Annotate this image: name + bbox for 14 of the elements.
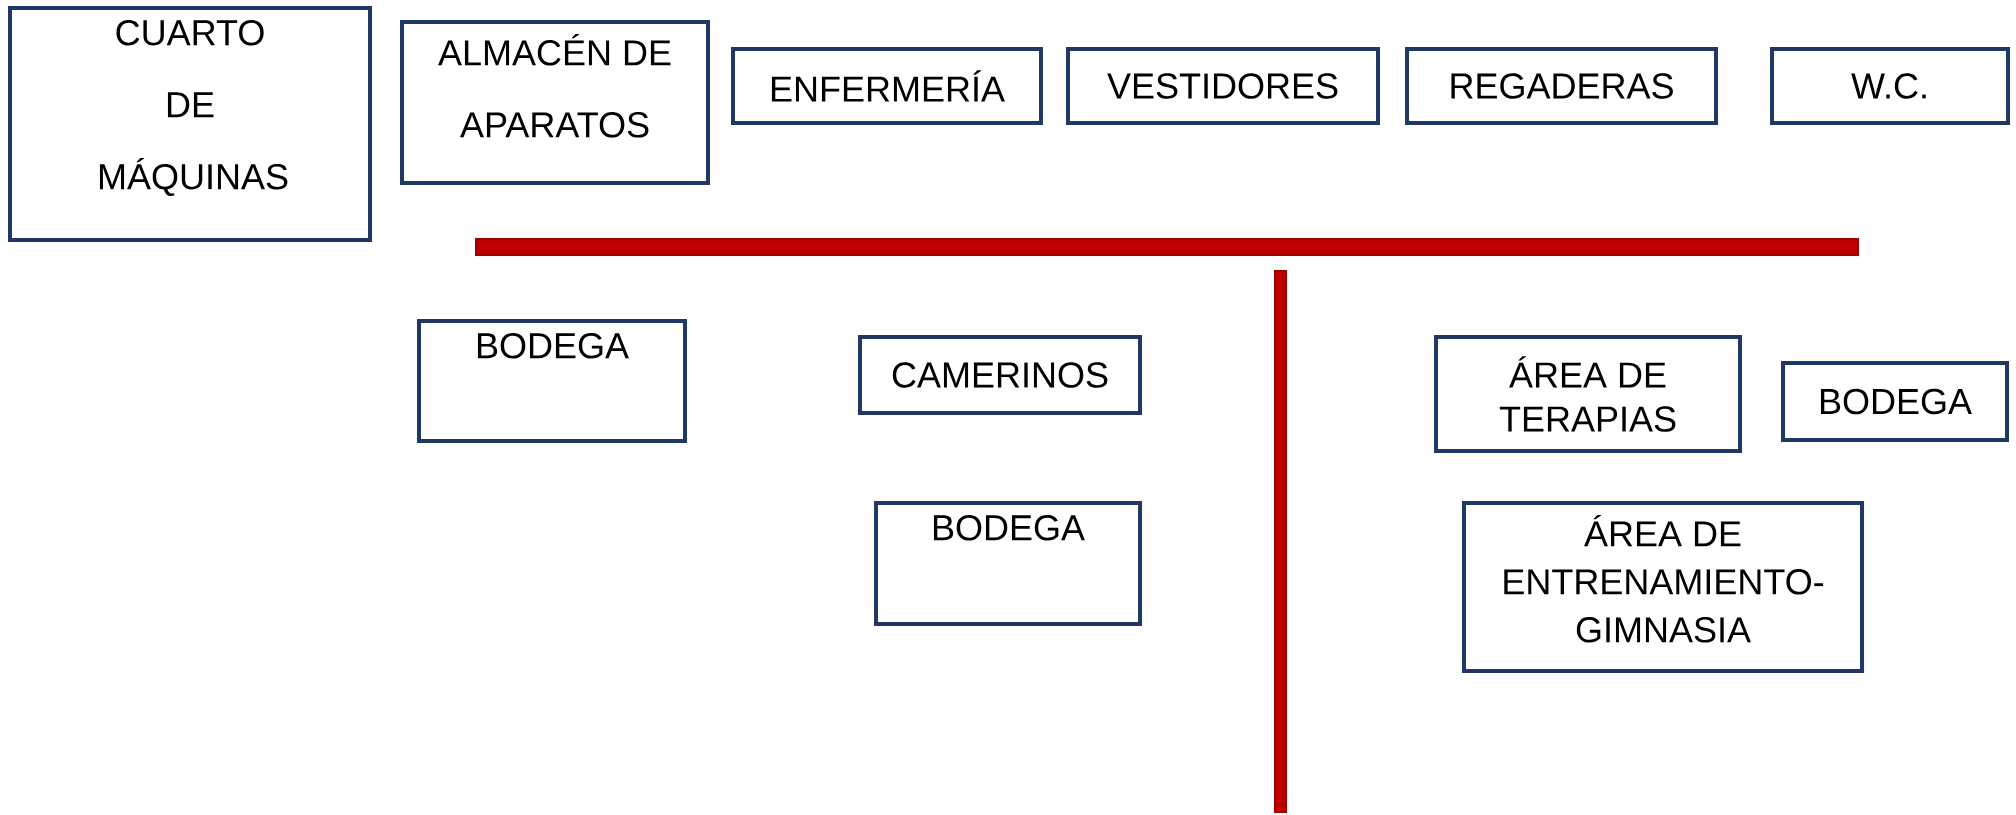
- room-box: ENFERMERÍA: [731, 47, 1043, 125]
- room-box: BODEGA: [1781, 361, 2010, 442]
- room-box: BODEGA: [417, 319, 687, 443]
- room-box: W.C.: [1770, 47, 2010, 125]
- room-box: ALMACÉN DE APARATOS: [400, 20, 710, 185]
- room-box: CAMERINOS: [858, 335, 1142, 415]
- room-box: CUARTO DE MÁQUINAS: [8, 6, 372, 242]
- room-box: BODEGA: [874, 501, 1142, 626]
- room-box: VESTIDORES: [1066, 47, 1380, 125]
- corridor-bar: [475, 238, 1860, 256]
- room-box: ÁREA DE TERAPIAS: [1434, 335, 1742, 453]
- corridor-bar: [1274, 270, 1287, 813]
- room-box: REGADERAS: [1405, 47, 1718, 125]
- room-box: ÁREA DE ENTRENAMIENTO- GIMNASIA: [1462, 501, 1865, 673]
